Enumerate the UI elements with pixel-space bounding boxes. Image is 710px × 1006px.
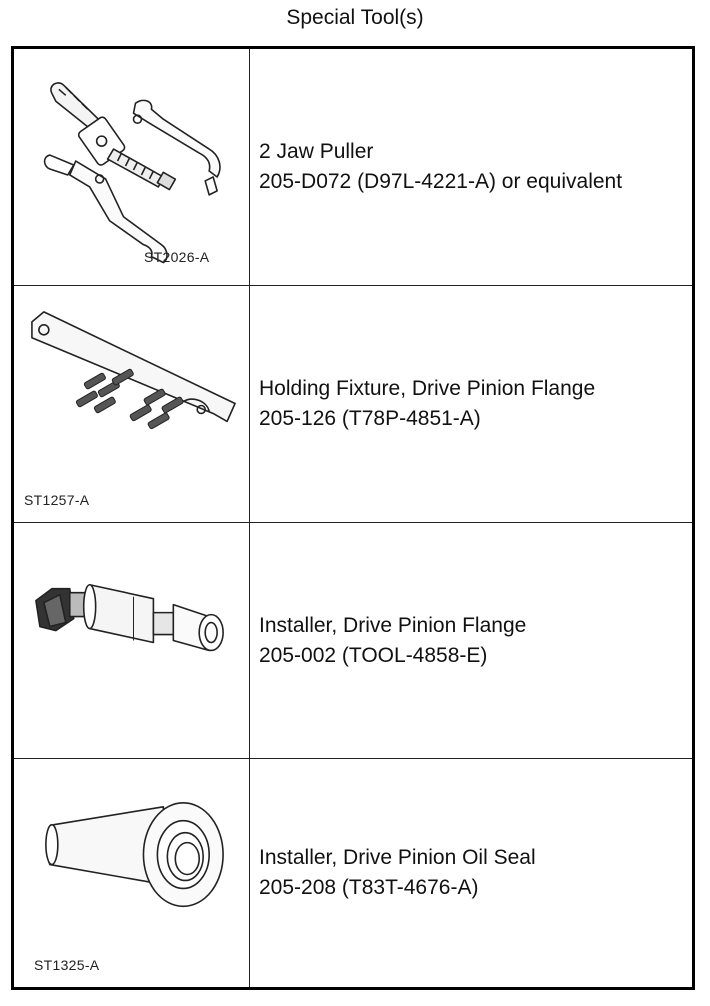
special-tools-table: ST2026-A 2 Jaw Puller 205-D072 (D97L-422… (11, 46, 695, 990)
tool-part-number: 205-002 (TOOL-4858-E) (259, 643, 488, 667)
tool-description: Installer, Drive Pinion Oil Seal 205-208… (250, 759, 692, 987)
oil-seal-installer-icon (45, 802, 224, 908)
tool-code: ST2026-A (144, 249, 210, 265)
tool-image-cell: ST2026-A (14, 49, 250, 285)
table-row: ST2026-A 2 Jaw Puller 205-D072 (D97L-422… (14, 49, 692, 285)
page-title: Special Tool(s) (286, 6, 424, 29)
tool-image-cell: ST1325-A (14, 759, 250, 987)
tool-part-number: 205-126 (T78P-4851-A) (259, 407, 481, 430)
tool-name: Installer, Drive Pinion Flange (259, 613, 527, 637)
tool-description: Holding Fixture, Drive Pinion Flange 205… (250, 286, 692, 522)
holding-fixture-icon (31, 311, 236, 430)
tool-name: Holding Fixture, Drive Pinion Flange (259, 377, 596, 400)
tool-description: Installer, Drive Pinion Flange 205-002 (… (250, 523, 692, 758)
tool-code: ST1257-A (24, 492, 90, 508)
table-row: ST1257-A Holding Fixture, Drive Pinion F… (14, 285, 692, 522)
tool-code: ST1325-A (34, 957, 100, 973)
tool-name: 2 Jaw Puller (259, 140, 374, 163)
jaw-puller-icon (43, 82, 221, 264)
tool-image-cell: ST1257-A (14, 286, 250, 522)
tool-part-number: 205-208 (T83T-4676-A) (259, 876, 479, 899)
table-row: Installer, Drive Pinion Flange 205-002 (… (14, 522, 692, 758)
tool-part-number: 205-D072 (D97L-4221-A) or equivalent (259, 170, 623, 193)
table-row: ST1325-A Installer, Drive Pinion Oil Sea… (14, 758, 692, 987)
tool-name: Installer, Drive Pinion Oil Seal (259, 846, 536, 869)
tool-description: 2 Jaw Puller 205-D072 (D97L-4221-A) or e… (250, 49, 692, 285)
tool-image-cell (14, 523, 250, 758)
flange-installer-icon (35, 583, 224, 652)
